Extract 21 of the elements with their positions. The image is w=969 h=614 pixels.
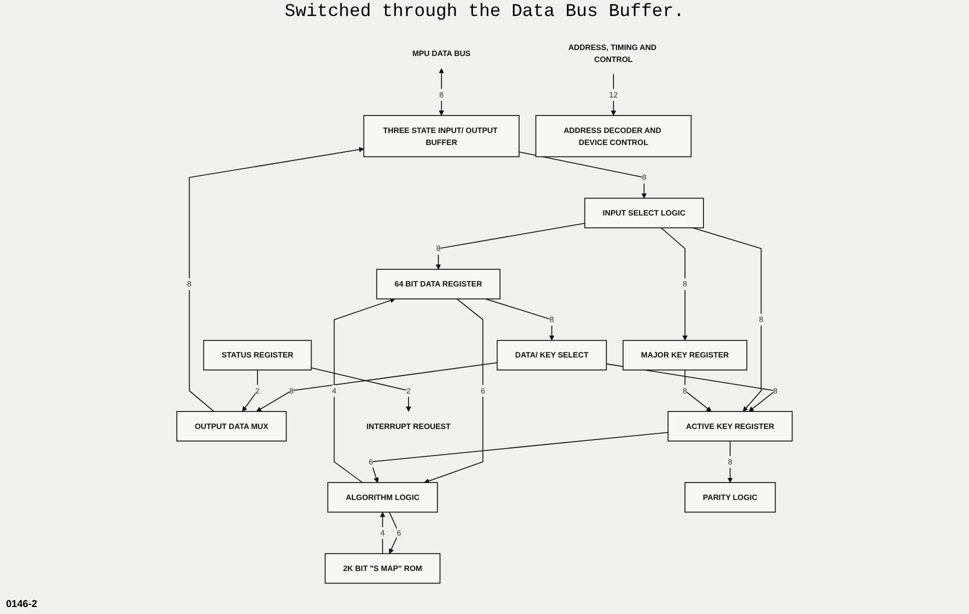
arrow xyxy=(518,152,647,198)
arrow xyxy=(334,298,396,484)
arrow xyxy=(242,370,258,412)
figure-number: 0146-2 xyxy=(6,599,38,610)
arrow xyxy=(188,147,364,412)
arrow xyxy=(660,227,688,341)
arrow xyxy=(606,363,776,412)
arrow xyxy=(388,512,400,554)
page-text: Switched through the Data Bus Buffer. xyxy=(284,2,684,22)
arrow xyxy=(310,367,412,412)
arrow xyxy=(424,298,484,484)
arrow xyxy=(370,432,668,483)
arrow xyxy=(728,440,733,483)
arrow xyxy=(684,370,712,412)
arrow xyxy=(610,74,616,116)
arrow xyxy=(380,512,386,554)
arrow xyxy=(256,362,498,412)
arrow xyxy=(692,227,762,412)
arrow xyxy=(438,68,444,116)
arrow xyxy=(436,222,586,270)
arrow xyxy=(485,298,554,341)
